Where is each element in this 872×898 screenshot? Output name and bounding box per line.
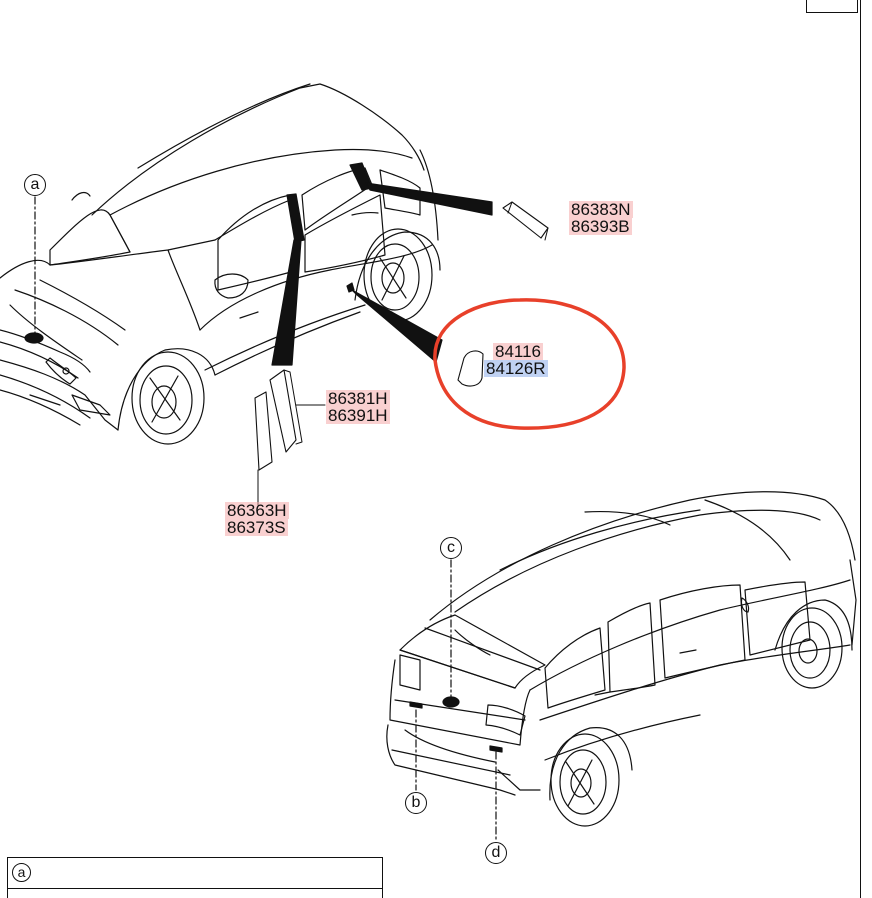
legend-divider <box>8 888 382 889</box>
callout-c: c <box>440 537 462 559</box>
part-number-86383N: 86383N <box>569 200 633 219</box>
part-number-86363H: 86363H <box>225 501 289 520</box>
highlight-circle <box>433 298 626 430</box>
callout-leaders <box>34 182 549 841</box>
rear-car-illustration <box>386 491 857 827</box>
callout-b: b <box>405 792 427 814</box>
callout-a: a <box>24 174 46 196</box>
callout-d: d <box>485 842 507 864</box>
page-corner-box <box>806 0 858 13</box>
legend-callout-a: a <box>12 863 31 882</box>
part-number-84116: 84116 <box>493 342 544 361</box>
part-number-84126R: 84126R <box>484 359 548 378</box>
front-car-illustration <box>0 83 441 445</box>
part-number-86391H: 86391H <box>326 406 390 425</box>
part-number-86381H: 86381H <box>326 389 390 408</box>
legend-table: a <box>7 857 383 898</box>
part-number-86393B: 86393B <box>569 217 632 236</box>
frame-border <box>860 0 861 898</box>
part-number-86373S: 86373S <box>225 518 288 537</box>
